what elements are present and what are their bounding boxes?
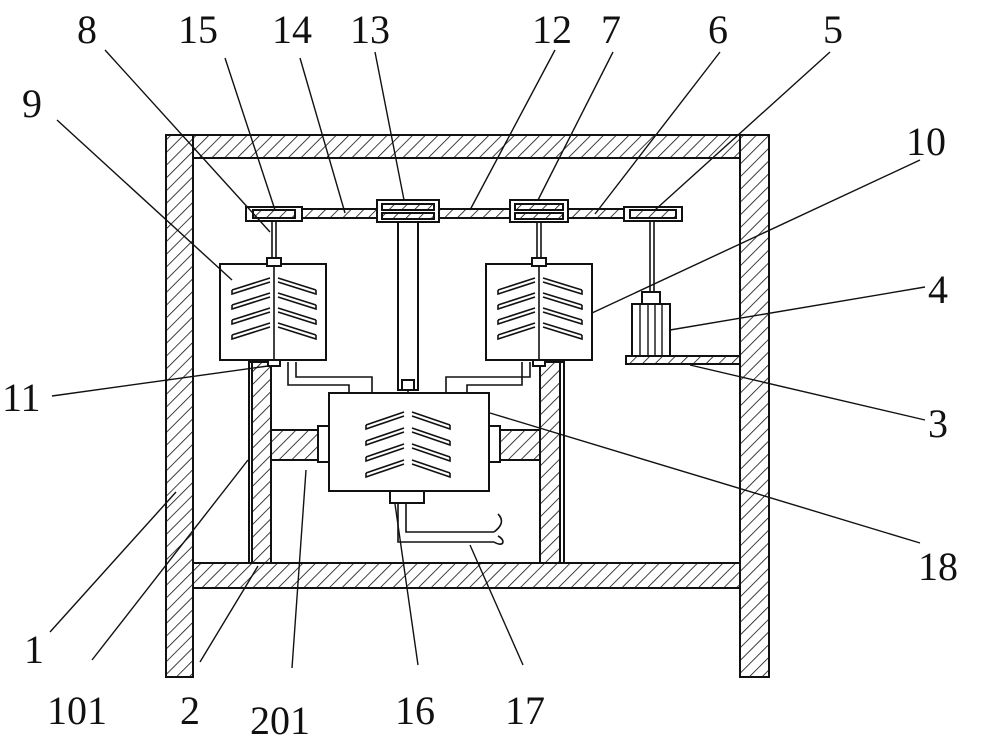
right-mixing-tank xyxy=(485,257,593,367)
right-bracket xyxy=(499,429,541,461)
callout-15: 15 xyxy=(178,7,218,52)
motor-coupling xyxy=(641,291,661,305)
belt-drive xyxy=(245,199,683,223)
outer-frame xyxy=(165,134,770,678)
right-column xyxy=(539,361,561,564)
center-shaft-housing xyxy=(397,221,419,391)
feed-pipes xyxy=(287,362,531,393)
callout-5: 5 xyxy=(823,7,843,52)
callout-labels: 8 15 14 13 12 7 6 5 9 10 4 11 3 18 1 101… xyxy=(2,7,958,743)
left-bracket xyxy=(270,429,319,461)
callout-9: 9 xyxy=(22,81,42,126)
callout-6: 6 xyxy=(708,7,728,52)
central-tank-right-lug xyxy=(488,425,501,463)
callout-13: 13 xyxy=(350,7,390,52)
callout-3: 3 xyxy=(928,401,948,446)
callout-12: 12 xyxy=(532,7,572,52)
frame-left-wall xyxy=(165,134,194,678)
frame-bottom-plate xyxy=(192,562,741,589)
callout-10: 10 xyxy=(906,119,946,164)
callout-8: 8 xyxy=(77,7,97,52)
left-column xyxy=(251,361,272,564)
callout-17: 17 xyxy=(505,688,545,733)
left-tank-valve xyxy=(267,359,281,367)
central-tank-left-lug xyxy=(317,425,330,463)
outlet-assembly xyxy=(389,490,504,545)
callout-11: 11 xyxy=(2,375,41,420)
callout-18: 18 xyxy=(918,544,958,589)
callout-201: 201 xyxy=(250,698,310,743)
callout-1: 1 xyxy=(24,627,44,672)
left-mixing-tank xyxy=(219,257,327,367)
outlet-valve xyxy=(389,490,425,504)
callout-2: 2 xyxy=(180,688,200,733)
callout-4: 4 xyxy=(928,267,948,312)
left-tank-body xyxy=(219,263,327,361)
callout-101: 101 xyxy=(47,688,107,733)
right-tank-valve xyxy=(532,359,546,367)
support-columns xyxy=(248,361,565,564)
leader-lines xyxy=(49,49,926,669)
belt-hatch xyxy=(245,208,683,219)
frame-right-wall xyxy=(739,134,770,678)
callout-7: 7 xyxy=(601,7,621,52)
motor xyxy=(631,303,671,357)
callout-14: 14 xyxy=(272,7,312,52)
callout-16: 16 xyxy=(395,688,435,733)
discharge-pipe xyxy=(397,503,494,543)
central-tank-body xyxy=(328,392,490,492)
central-mixing-tank xyxy=(317,392,501,492)
motor-assembly xyxy=(625,217,741,365)
motor-platform xyxy=(625,355,741,365)
